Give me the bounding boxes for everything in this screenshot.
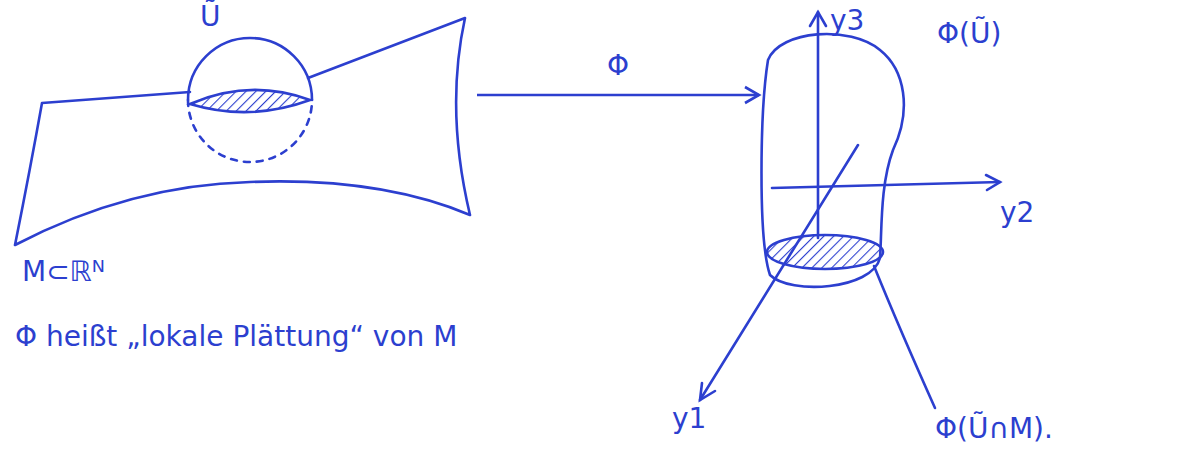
shape-outline [755, 25, 915, 297]
region-label: Φ(Ũ∩M). [935, 412, 1053, 446]
y3-axis [817, 12, 820, 238]
axis-label: y1 [672, 402, 706, 436]
surface-manifold: M⊂ℝᴺ [10, 12, 475, 302]
intersection-region [190, 90, 310, 112]
leader-line [874, 266, 935, 408]
set-label: Ũ [200, 0, 221, 34]
arrow-line [477, 94, 759, 97]
edge-label: Φ [607, 49, 629, 83]
image-region: Φ(Ũ) [755, 25, 915, 297]
y1-axis [700, 145, 858, 400]
flattened-region [767, 235, 883, 269]
outline-path [762, 34, 904, 287]
mapping-arrow [477, 87, 759, 103]
caption: Φ heißt „lokale Plättung“ von M [15, 320, 457, 354]
outline-path [15, 18, 470, 245]
arrowhead [745, 87, 759, 103]
y1-arrowhead [700, 383, 715, 400]
axis-label: y2 [1000, 196, 1034, 230]
y3-arrowhead [810, 12, 826, 26]
shape-label: M⊂ℝᴺ [22, 255, 105, 289]
axis-label: y3 [830, 4, 864, 38]
y2-arrowhead [986, 175, 1000, 190]
shape-label: Φ(Ũ) [937, 17, 1001, 51]
